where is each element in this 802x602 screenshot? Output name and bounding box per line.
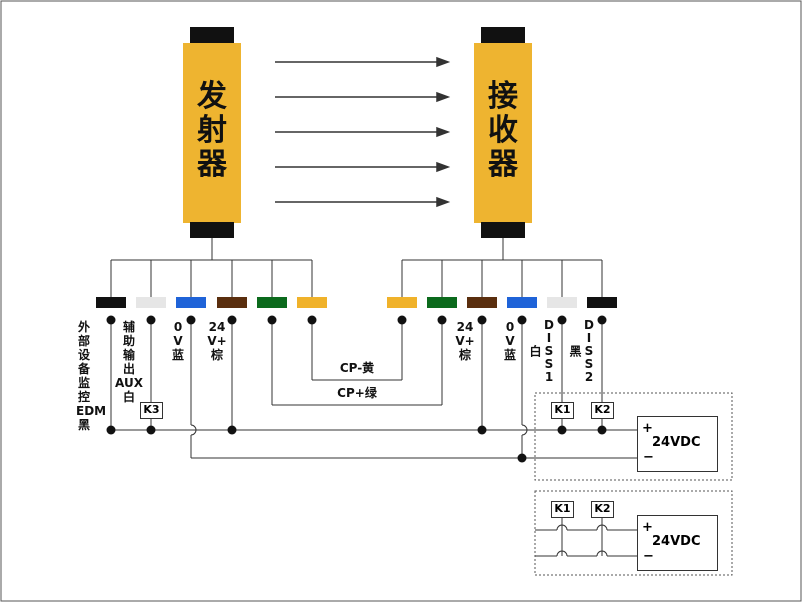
cp-yellow-label: CP-黄 [339, 361, 375, 375]
relay-k2-lower: K2 [591, 501, 614, 518]
emitter-terminal-swatch [176, 297, 206, 308]
terminal-label-diss2: DISS2黑 [568, 318, 596, 383]
emitter-top-cap [190, 27, 234, 43]
junction-dots [106, 315, 607, 463]
terminal-label-edm: 外 部 设 备 监 控 EDM 黑 [76, 320, 107, 432]
supply-plus: + [642, 421, 653, 436]
terminal-label-diss1: DISS1白 [528, 318, 556, 383]
receiver-label: 接 收 器 [488, 79, 518, 182]
emitter-body [183, 43, 241, 223]
supply-voltage: 24VDC [652, 435, 701, 450]
emitter-terminal-swatch [297, 297, 327, 308]
supply-minus: − [643, 549, 654, 564]
terminal-label-0v-receiver: 0 V 蓝 [503, 320, 516, 362]
receiver-terminal-swatch [427, 297, 457, 308]
supply-voltage: 24VDC [652, 534, 701, 549]
power-supply-upper: + 24VDC − [637, 416, 718, 472]
emitter-terminal-swatch [136, 297, 166, 308]
relay-k3: K3 [140, 402, 163, 419]
cp-green-label: CP+绿 [337, 386, 377, 400]
harness-wires [110, 259, 637, 557]
relay-k2-upper: K2 [591, 402, 614, 419]
emitter-terminal-swatch [217, 297, 247, 308]
terminal-label-24v-receiver: 24 V+ 棕 [455, 320, 475, 362]
emitter-terminal-swatch [257, 297, 287, 308]
receiver-terminal-swatch [467, 297, 497, 308]
terminal-swatches [96, 297, 617, 308]
emitter-label: 发 射 器 [197, 79, 227, 182]
receiver-terminal-swatch [547, 297, 577, 308]
relay-k1-lower: K1 [551, 501, 574, 518]
terminal-label-24v-emitter: 24 V+ 棕 [207, 320, 227, 362]
receiver-body [474, 43, 532, 223]
receiver-top-cap [481, 27, 525, 43]
light-beams [275, 56, 451, 208]
power-supply-lower: + 24VDC − [637, 515, 718, 571]
receiver-terminal-swatch [387, 297, 417, 308]
receiver-bottom-cap [481, 222, 525, 238]
emitter-terminal-swatch [96, 297, 126, 308]
terminal-label-aux: 辅 助 输 出 AUX 白 [115, 320, 143, 404]
supply-minus: − [643, 450, 654, 465]
terminal-label-0v-emitter: 0 V 蓝 [171, 320, 184, 362]
receiver-terminal-swatch [507, 297, 537, 308]
relay-enclosure-upper [534, 392, 733, 481]
relay-k1-upper: K1 [551, 402, 574, 419]
emitter-bottom-cap [190, 222, 234, 238]
supply-plus: + [642, 520, 653, 535]
relay-enclosure-lower [534, 490, 733, 576]
receiver-terminal-swatch [587, 297, 617, 308]
